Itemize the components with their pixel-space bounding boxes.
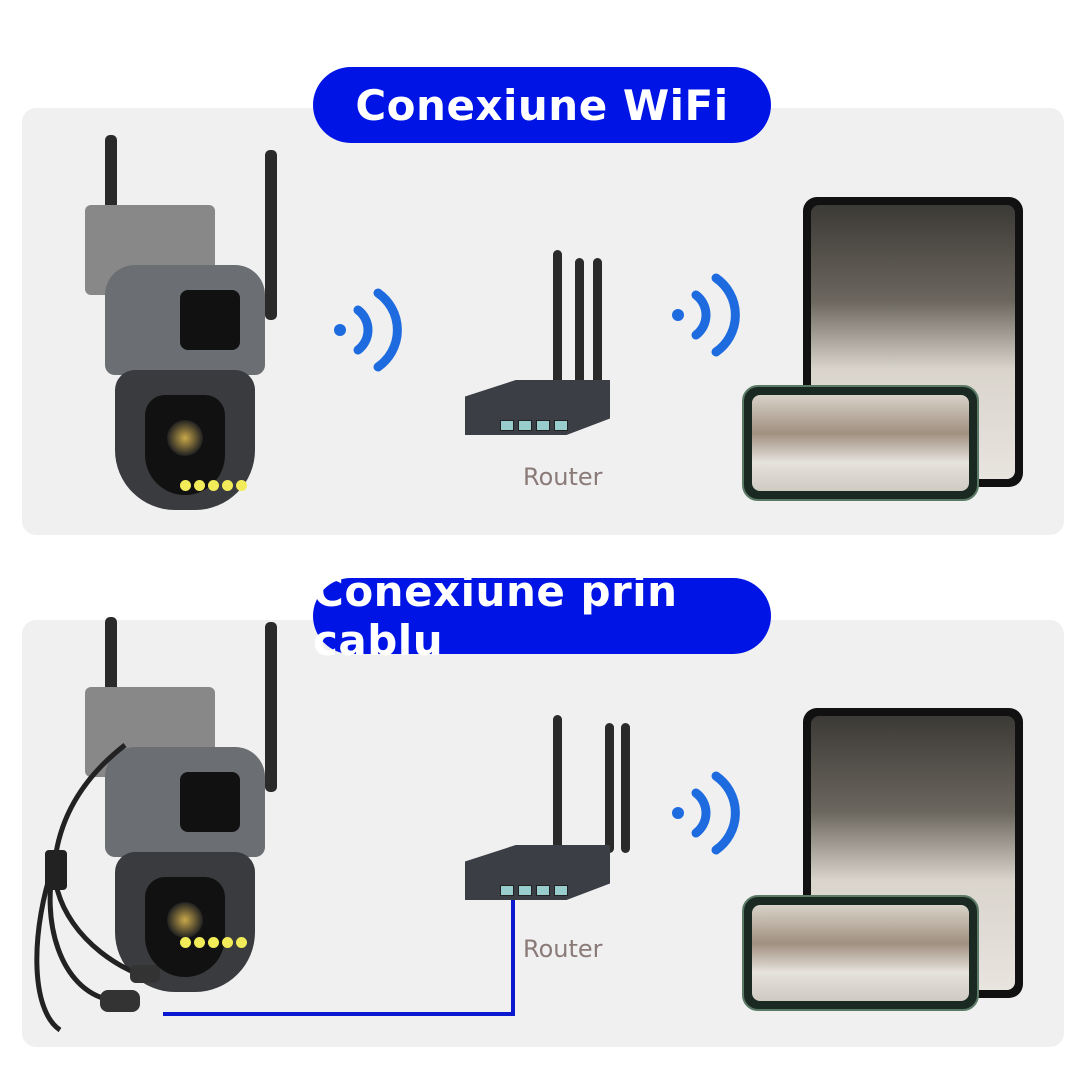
phone-image [742,895,979,1011]
router-label: Router [523,935,603,963]
wifi-signal-icon [672,273,740,357]
section-title-cable: Conexiune prin cablu [313,567,771,665]
router-image [465,715,630,915]
section-title-wifi: Conexiune WiFi [313,67,771,143]
camera-image [85,135,285,515]
wifi-signal-icon [334,288,402,372]
router-label: Router [523,463,603,491]
router-image [465,250,625,450]
power-network-cable-image [34,743,160,1033]
wifi-signal-icon [672,771,740,855]
phone-image [742,385,979,501]
camera-image [85,617,285,997]
ethernet-cable-line [511,900,515,1016]
ethernet-cable-line [163,1012,515,1016]
